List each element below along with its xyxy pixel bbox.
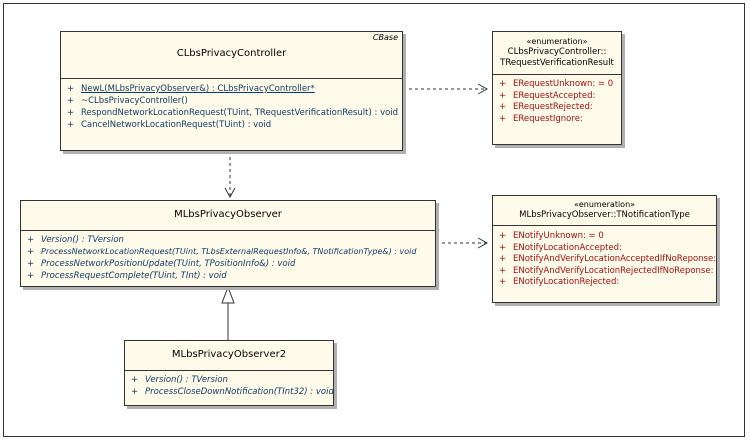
enum-literal: +ENotifyUnknown: = 0 (499, 231, 604, 241)
enum-name: MLbsPrivacyObserver::TNotificationType (519, 210, 690, 220)
operations-list: +Version() : TVersion +ProcessCloseDownN… (125, 371, 334, 398)
enum-trequestverificationresult[interactable]: «enumeration» CLbsPrivacyController:: TR… (492, 31, 622, 145)
class-clbsprivacycontroller[interactable]: CBase CLbsPrivacyController +NewL(MLbsPr… (60, 31, 403, 151)
dependency-arrowhead (477, 237, 489, 249)
operation-row: +ProcessCloseDownNotification(TInt32) : … (131, 387, 334, 397)
operation-row: +~CLbsPrivacyController() (67, 96, 188, 106)
enum-header: «enumeration» MLbsPrivacyObserver::TNoti… (493, 196, 716, 226)
class-mlbsprivacyobserver2[interactable]: MLbsPrivacyObserver2 +Version() : TVersi… (124, 340, 334, 406)
enum-stereotype: «enumeration» (573, 200, 636, 209)
class-name: CLbsPrivacyController (176, 48, 287, 59)
enum-literal: +ENotifyAndVerifyLocationRejectedIfNoRep… (499, 265, 714, 276)
dependency-arrowhead (477, 83, 489, 95)
literals-list: +ERequestUnknown: = 0 +ERequestAccepted:… (493, 75, 621, 125)
enum-literal: +ERequestIgnore: (499, 113, 583, 124)
class-header: MLbsPrivacyObserver (21, 201, 435, 231)
operation-row: +ProcessNetworkLocationRequest(TUint, TL… (27, 247, 417, 257)
generalization-arrowhead (221, 285, 235, 304)
operation-row: +Version() : TVersion (131, 375, 228, 385)
operation-row: +Version() : TVersion (27, 235, 124, 245)
enum-literal: +ERequestAccepted: (499, 90, 596, 101)
enum-tnotificationtype[interactable]: «enumeration» MLbsPrivacyObserver::TNoti… (492, 195, 717, 303)
enum-name-line1: CLbsPrivacyController:: (507, 47, 607, 57)
class-mlbsprivacyobserver[interactable]: MLbsPrivacyObserver +Version() : TVersio… (20, 200, 436, 287)
operations-list: +NewL(MLbsPrivacyObserver&) : CLbsPrivac… (61, 79, 402, 131)
enum-literal: +ENotifyLocationRejected: (499, 277, 620, 287)
operation-row: +ProcessRequestComplete(TUint, TInt) : v… (27, 271, 227, 281)
operations-list: +Version() : TVersion +ProcessNetworkLoc… (21, 231, 435, 282)
class-name: MLbsPrivacyObserver2 (171, 349, 287, 360)
class-header: MLbsPrivacyObserver2 (125, 341, 333, 371)
enum-literal: +ERequestUnknown: = 0 (499, 79, 614, 89)
class-header: CBase CLbsPrivacyController (61, 32, 402, 79)
operation-row: +ProcessNetworkPositionUpdate(TUint, TPo… (27, 259, 296, 269)
operation-row: +RespondNetworkLocationRequest(TUint, TR… (67, 108, 399, 118)
enum-literal: +ENotifyAndVerifyLocationAcceptedIfNoRep… (499, 254, 717, 264)
class-name: MLbsPrivacyObserver (174, 209, 282, 220)
operation-row: +NewL(MLbsPrivacyObserver&) : CLbsPrivac… (67, 84, 315, 94)
enum-name-line2: TRequestVerificationResult (500, 58, 614, 68)
enum-header: «enumeration» CLbsPrivacyController:: TR… (493, 32, 621, 75)
operation-row: +CancelNetworkLocationRequest(TUint) : v… (67, 120, 272, 130)
enum-literal: +ENotifyLocationAccepted: (499, 242, 622, 253)
enum-literal: +ERequestRejected: (499, 102, 593, 112)
class-stereotype: CBase (372, 33, 398, 42)
literals-list: +ENotifyUnknown: = 0 +ENotifyLocationAcc… (493, 226, 716, 289)
dependency-arrowhead (224, 187, 236, 199)
enum-stereotype: «enumeration» (526, 37, 588, 46)
